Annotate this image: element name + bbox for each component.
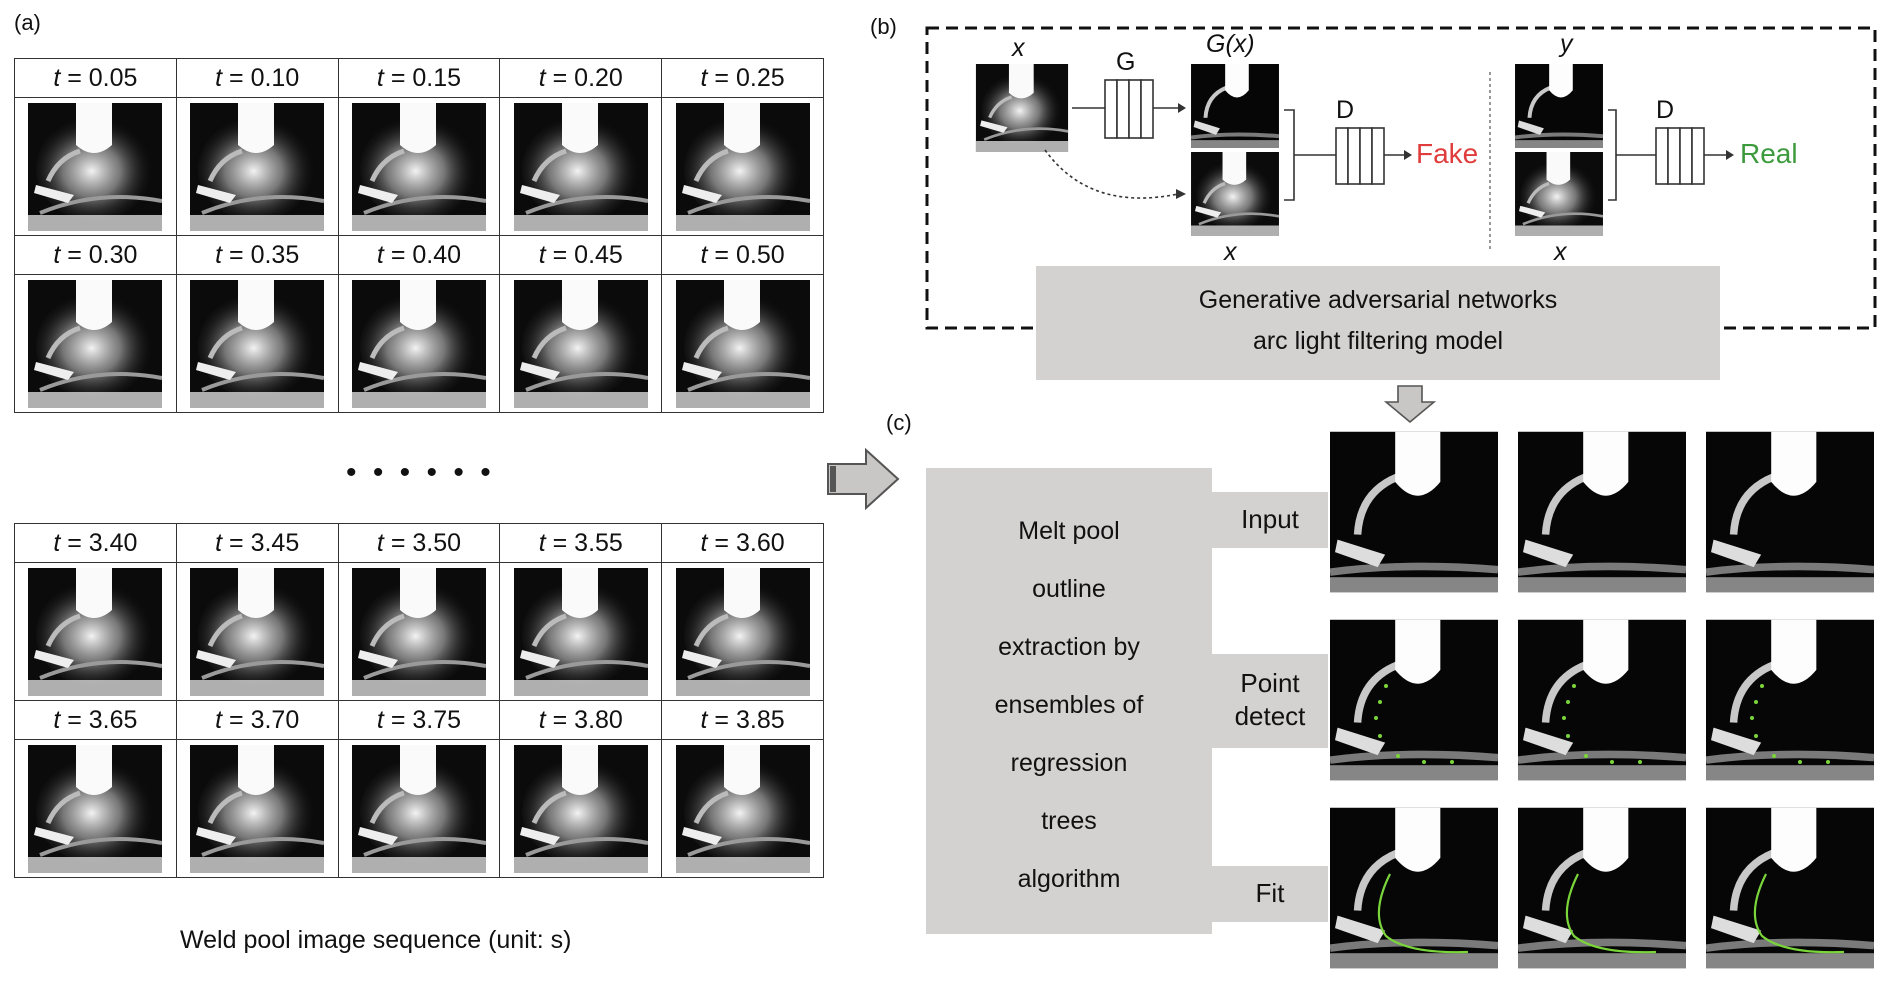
method-line: Melt pool (1018, 517, 1120, 545)
time-label: t = 3.45 (175, 523, 339, 563)
time-label: t = 0.35 (175, 235, 339, 275)
time-label: t = 3.80 (499, 700, 663, 740)
right-arrow-icon (827, 448, 900, 510)
weld-pool-frame (175, 739, 339, 878)
time-label: t = 3.55 (499, 523, 663, 563)
panel-c-label: (c) (886, 410, 912, 435)
generator-block (1104, 79, 1154, 139)
weld-pool-frame (499, 97, 663, 236)
stage-input-box: Input (1212, 492, 1328, 548)
weld-pool-frame (661, 97, 824, 236)
time-label: t = 0.45 (499, 235, 663, 275)
gan-model-line2: arc light filtering model (1252, 327, 1504, 355)
stage-point-detect-box: Point detect (1212, 654, 1328, 748)
method-box: Melt pool outline extraction by ensembles o… (926, 468, 1212, 934)
time-label: t = 0.25 (661, 58, 824, 98)
real-output-label: Real (1740, 138, 1798, 169)
method-line: extraction by (998, 633, 1140, 661)
weld-pool-frame (499, 274, 663, 413)
input-x-label: x (1012, 34, 1025, 62)
weld-pool-frame (661, 562, 824, 701)
weld-pool-frame (661, 274, 824, 413)
down-arrow-icon (1384, 385, 1436, 424)
input-x-frame (974, 64, 1070, 152)
stage-point-label-2: detect (1234, 701, 1306, 731)
input-row (1330, 432, 1874, 592)
gx-label: G(x) (1206, 30, 1255, 58)
time-label: t = 3.75 (337, 700, 501, 740)
gan-model-box: Generative adversarial networks arc ligh… (1036, 266, 1720, 380)
time-label: t = 0.30 (14, 235, 177, 275)
weld-pool-frame (14, 274, 177, 413)
weld-pool-frame (14, 562, 177, 701)
time-label: t = 0.50 (661, 235, 824, 275)
time-label: t = 3.85 (661, 700, 824, 740)
weld-pool-frame (499, 739, 663, 878)
time-label: t = 0.20 (499, 58, 663, 98)
weld-pool-frame (337, 97, 501, 236)
method-line: outline (1032, 575, 1106, 603)
weld-pool-frame (337, 739, 501, 878)
stage-fit-box: Fit (1212, 866, 1328, 922)
discriminator-block-real (1655, 127, 1705, 185)
weld-pool-frame (337, 274, 501, 413)
weld-pool-frame (337, 562, 501, 701)
time-label: t = 3.50 (337, 523, 501, 563)
weld-pool-frame (14, 97, 177, 236)
gan-diagram (974, 64, 1734, 236)
weld-pool-frame (661, 739, 824, 878)
weld-pool-frame (175, 97, 339, 236)
fake-output-label: Fake (1416, 138, 1479, 169)
time-label: t = 3.60 (661, 523, 824, 563)
weld-pool-frame (499, 562, 663, 701)
stage-point-label-1: Point (1240, 668, 1300, 698)
method-line: regression (1010, 749, 1128, 777)
time-label: t = 0.10 (175, 58, 339, 98)
weld-pool-frame (175, 562, 339, 701)
stage-fit-label: Fit (1255, 878, 1285, 908)
sequence-ellipsis: • • • • • • (346, 456, 495, 489)
real-x-label: x (1554, 238, 1567, 266)
sequence-caption: Weld pool image sequence (unit: s) (180, 926, 572, 954)
time-label: t = 3.40 (14, 523, 177, 563)
panel-b-label: (b) (870, 14, 897, 39)
point-detect-row (1330, 620, 1874, 780)
weld-pool-frame (175, 274, 339, 413)
fit-row (1330, 808, 1874, 968)
time-label: t = 3.65 (14, 700, 177, 740)
panel-a-label: (a) (14, 10, 41, 35)
gan-model-line1: Generative adversarial networks (1198, 286, 1558, 314)
discriminator-block-fake (1335, 127, 1385, 185)
discriminator-label-fake: D (1336, 96, 1355, 124)
time-label: t = 0.40 (337, 235, 501, 275)
weld-pool-frame (14, 739, 177, 878)
method-line: trees (1041, 807, 1097, 835)
paired-x-label: x (1224, 238, 1237, 266)
generator-label: G (1116, 48, 1136, 76)
method-text: Melt pool outline extraction by ensembles o… (926, 502, 1212, 908)
discriminator-label-real: D (1656, 96, 1675, 124)
method-line: algorithm (1017, 865, 1121, 893)
time-label: t = 0.15 (337, 58, 501, 98)
stage-input-label: Input (1241, 504, 1299, 534)
method-line: ensembles of (994, 691, 1144, 719)
result-frames (1328, 424, 1880, 980)
time-label: t = 3.70 (175, 700, 339, 740)
real-y-label: y (1560, 30, 1573, 58)
time-label: t = 0.05 (14, 58, 177, 98)
